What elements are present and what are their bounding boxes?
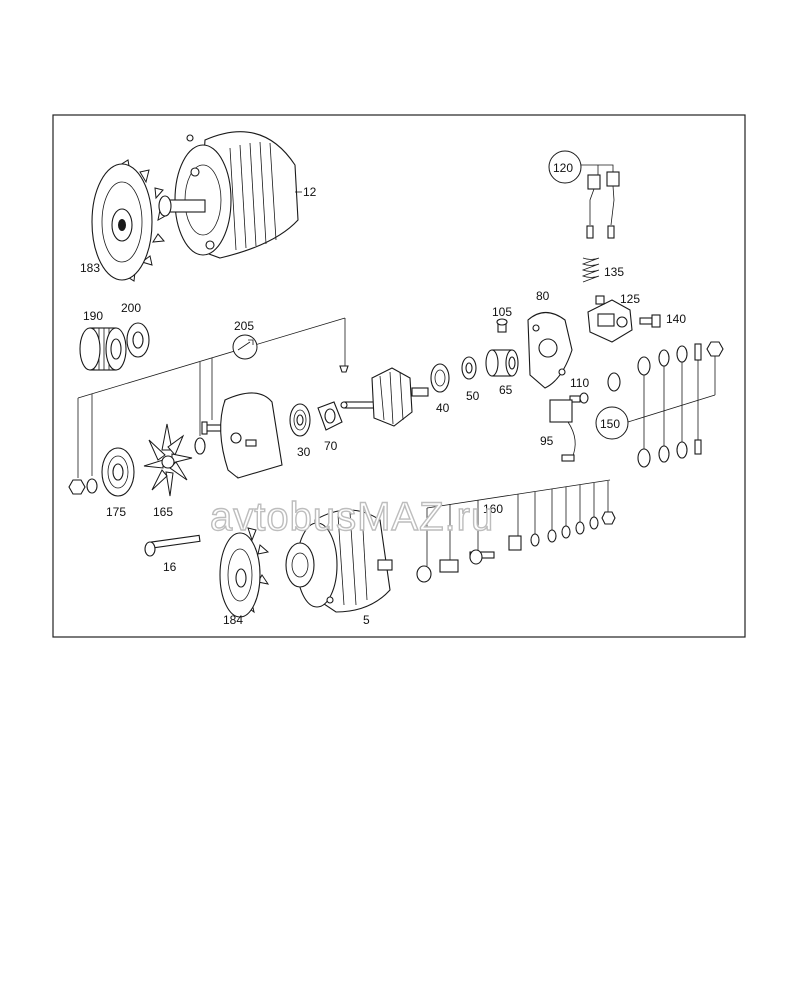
- label-160: 160: [483, 502, 503, 516]
- label-105: 105: [492, 305, 512, 319]
- part-160-hardware-row: [416, 479, 616, 583]
- label-175: 175: [106, 505, 126, 519]
- callout-circle-120: [548, 150, 582, 184]
- part-drive-end-shield: [220, 392, 283, 479]
- part-rotor: [340, 367, 429, 427]
- part-184-fan: [219, 527, 270, 618]
- part-80-rectifier: [527, 311, 573, 389]
- label-30: 30: [297, 445, 311, 459]
- label-16: 16: [163, 560, 177, 574]
- label-165: 165: [153, 505, 173, 519]
- part-105-screw: [496, 318, 508, 333]
- part-175-pulley: [101, 447, 135, 497]
- label-140: 140: [666, 312, 686, 326]
- label-70: 70: [324, 439, 338, 453]
- part-205-leaders: [77, 317, 349, 478]
- label-80: 80: [536, 289, 550, 303]
- part-70-plate: [317, 401, 343, 431]
- label-150: 150: [600, 417, 620, 431]
- part-50-ring: [461, 356, 477, 380]
- part-95-suppressor: [549, 399, 576, 462]
- part-40-bearing: [430, 363, 450, 393]
- part-5-alternator-assembly: [285, 509, 393, 613]
- label-135: 135: [604, 265, 624, 279]
- callout-circle-150: [595, 406, 629, 440]
- part-120-brush-leads: [580, 164, 620, 239]
- part-200-washer: [126, 322, 150, 358]
- label-5: 5: [363, 613, 370, 627]
- part-190-pulley: [79, 327, 127, 371]
- part-165-fan: [143, 423, 193, 497]
- label-65: 65: [499, 383, 513, 397]
- label-205: 205: [234, 319, 254, 333]
- label-110: 110: [570, 376, 589, 390]
- label-12: 12: [303, 185, 317, 199]
- part-135-springs: [581, 257, 600, 283]
- label-183: 183: [80, 261, 100, 275]
- part-150-hardware-stack: [607, 341, 724, 468]
- part-125-regulator: [587, 295, 633, 343]
- label-190: 190: [83, 309, 103, 323]
- part-16-through-bolt: [144, 534, 201, 557]
- label-200: 200: [121, 301, 141, 315]
- label-120: 120: [553, 161, 573, 175]
- label-40: 40: [436, 401, 450, 415]
- label-184: 184: [223, 613, 243, 627]
- part-12-alternator-housing: [158, 131, 302, 259]
- label-125: 125: [620, 292, 640, 306]
- label-50: 50: [466, 389, 480, 403]
- part-110-bolt: [569, 392, 589, 404]
- label-95: 95: [540, 434, 554, 448]
- part-nut-washer-left: [68, 478, 98, 495]
- watermark: avtobusMAZ.ru: [210, 495, 494, 539]
- part-30-bearing: [289, 403, 311, 437]
- part-65-slip-ring: [485, 349, 519, 377]
- part-small-washer: [194, 421, 222, 455]
- part-140-screw: [639, 314, 661, 328]
